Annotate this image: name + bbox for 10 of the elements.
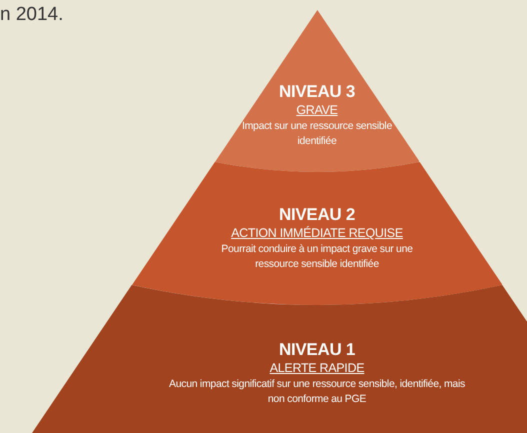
level-title: NIVEAU 2 <box>278 205 355 225</box>
level-description: Impact sur une ressource sensible identifiée <box>240 119 393 149</box>
level-description: Pourrait conduire à un impact grave sur une ressource sensible identifiée <box>220 242 414 272</box>
level-name: GRAVE <box>296 102 338 119</box>
text-fragment: n 2014. <box>0 4 64 26</box>
level-title: NIVEAU 1 <box>278 340 355 360</box>
level-description: Aucun impact significatif sur une ressource sensible, identifiée, mais non conforme au PGE <box>168 377 466 407</box>
level-name: ALERTE RAPIDE <box>270 360 364 377</box>
level-title: NIVEAU 3 <box>278 82 355 102</box>
level-name: ACTION IMMÉDIATE REQUISE <box>231 225 403 242</box>
